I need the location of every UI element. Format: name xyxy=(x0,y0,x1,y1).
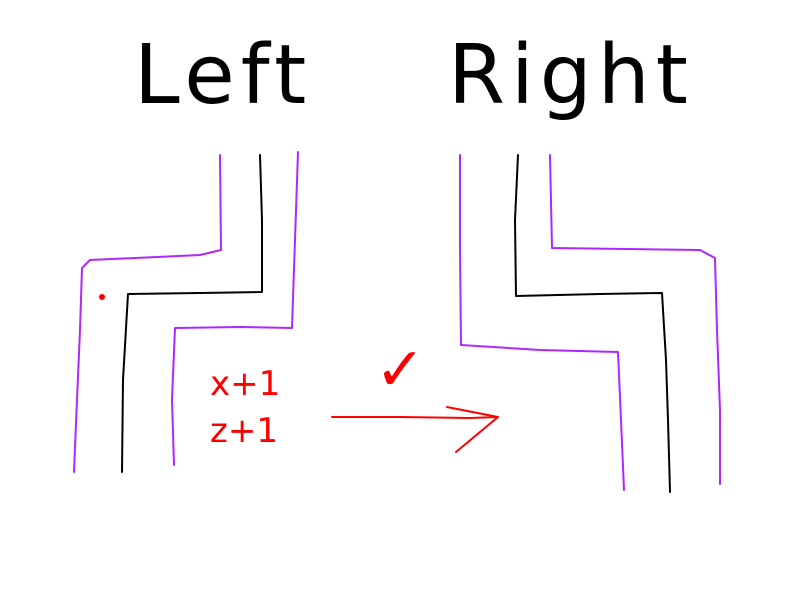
check-mark: ✓ xyxy=(375,335,425,405)
right-corridor-inner-wall xyxy=(459,154,625,491)
left-corridor-inner-wall xyxy=(171,151,299,466)
arrow-shaft xyxy=(331,416,499,419)
position-marker xyxy=(99,294,105,300)
left-title: Left xyxy=(134,28,312,123)
left-corridor-outer-wall xyxy=(73,154,222,473)
left-corridor-path xyxy=(121,154,263,473)
right-corridor-outer-wall xyxy=(549,154,721,485)
right-corridor xyxy=(459,154,721,493)
left-corridor xyxy=(73,151,299,473)
note-x-plus-1: x+1 xyxy=(210,364,280,404)
note-z-plus-1: z+1 xyxy=(210,411,278,451)
right-corridor-path xyxy=(514,154,671,493)
right-title: Right xyxy=(448,28,694,123)
transform-annotation: x+1 z+1 ✓ xyxy=(210,335,499,453)
arrow-head xyxy=(446,406,499,453)
